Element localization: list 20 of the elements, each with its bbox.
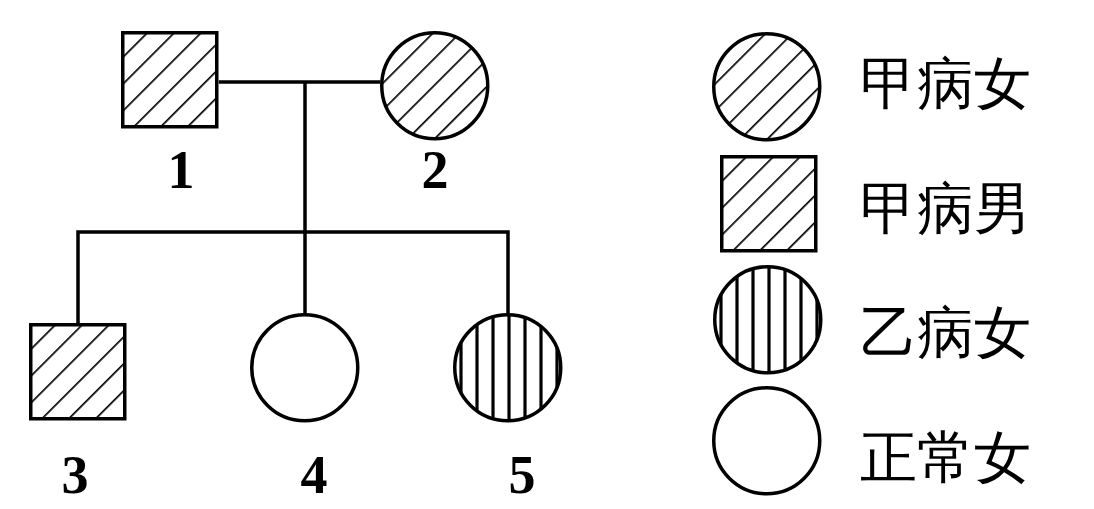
descent-line xyxy=(303,232,307,314)
legend-label: 乙病女 xyxy=(860,303,1031,361)
marriage-line xyxy=(305,80,381,84)
marriage-line xyxy=(218,80,305,84)
descent-line xyxy=(303,82,307,232)
member-number: 1 xyxy=(167,143,195,197)
hatched-square-symbol xyxy=(29,323,127,421)
hatched-circle-symbol xyxy=(380,31,490,141)
legend-label: 甲病女 xyxy=(860,54,1031,112)
legend-label: 甲病男 xyxy=(860,179,1031,237)
striped-circle-symbol xyxy=(453,313,563,423)
member-number: 3 xyxy=(61,448,89,502)
descent-line xyxy=(76,230,305,324)
member-number: 5 xyxy=(508,448,536,502)
descent-line xyxy=(305,230,510,314)
legend-label: 正常女 xyxy=(860,428,1031,486)
member-number: 4 xyxy=(300,448,328,502)
member-number: 2 xyxy=(421,143,449,197)
hatched-square-symbol xyxy=(121,31,219,129)
empty-circle-symbol xyxy=(250,313,360,423)
